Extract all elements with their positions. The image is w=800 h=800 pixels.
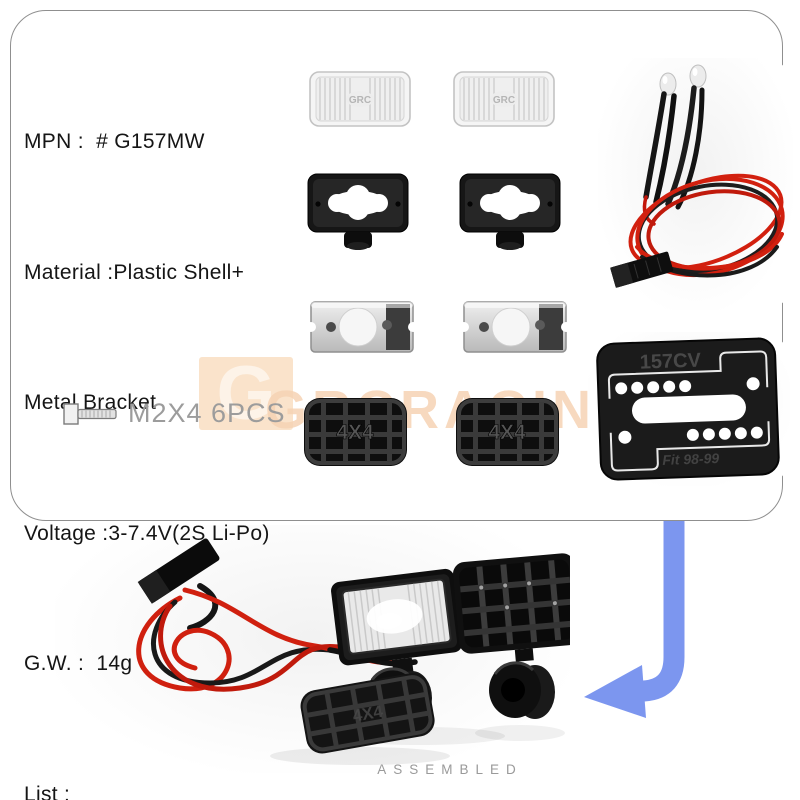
brand-logo-letter: G (216, 357, 276, 430)
plate-model-text: 157CV (639, 350, 702, 374)
grille-cover-part-2: 4X4 (456, 398, 559, 466)
assembled-grille-light (453, 553, 570, 662)
spec-list: MPN : # G157MW Material :Plastic Shell+ … (24, 33, 270, 800)
assembled-caption: ASSEMBLED (377, 762, 523, 777)
spec-line-material: Material :Plastic Shell+ (24, 260, 245, 284)
screw-icon (63, 402, 117, 425)
brand-logo: G (199, 357, 293, 430)
plate-fit-text: Fit 98-99 (662, 450, 720, 468)
plate-cut-lines (607, 350, 771, 472)
led-wire-harness (610, 64, 785, 288)
assembled-connector (137, 538, 220, 604)
assembled-product-photo: 4X4 (136, 538, 570, 765)
grille-cover-part-1: 4X4 (304, 398, 407, 466)
assembled-clear-light (331, 568, 463, 674)
loose-grille-cover: 4X4 (300, 672, 435, 754)
assembled-clamp-right (489, 661, 555, 719)
hardware-label: M2X4 6PCS (128, 398, 286, 428)
metal-bracket-part-1 (308, 301, 416, 353)
lens-emboss-text: GRC (349, 95, 371, 106)
hardware-row: M2X4 6PCS (62, 398, 286, 429)
led-bulbs (659, 64, 707, 96)
clear-lens-part-1: GRC (309, 71, 411, 127)
assembly-arrow (584, 521, 685, 718)
metal-bracket-part-2 (461, 301, 569, 353)
spec-line-weight: G.W. : 14g (24, 652, 133, 675)
grille-4x4-text: 4X4 (336, 421, 374, 444)
servo-connector (610, 251, 674, 288)
metal-plate-157cv: 157CV Fit 98-99 (596, 337, 780, 481)
plate-holes (615, 377, 763, 444)
black-housing-part-1 (307, 173, 409, 250)
spec-line-voltage: Voltage :3-7.4V(2S Li-Po) (24, 521, 270, 545)
lens-emboss-text: GRC (493, 95, 515, 106)
spec-line-list: List : (24, 782, 71, 800)
grille-4x4-text: 4X4 (488, 421, 526, 444)
spec-line-mpn: MPN : # G157MW (24, 130, 205, 153)
black-housing-part-2 (459, 173, 561, 250)
clear-lens-part-2: GRC (453, 71, 555, 127)
